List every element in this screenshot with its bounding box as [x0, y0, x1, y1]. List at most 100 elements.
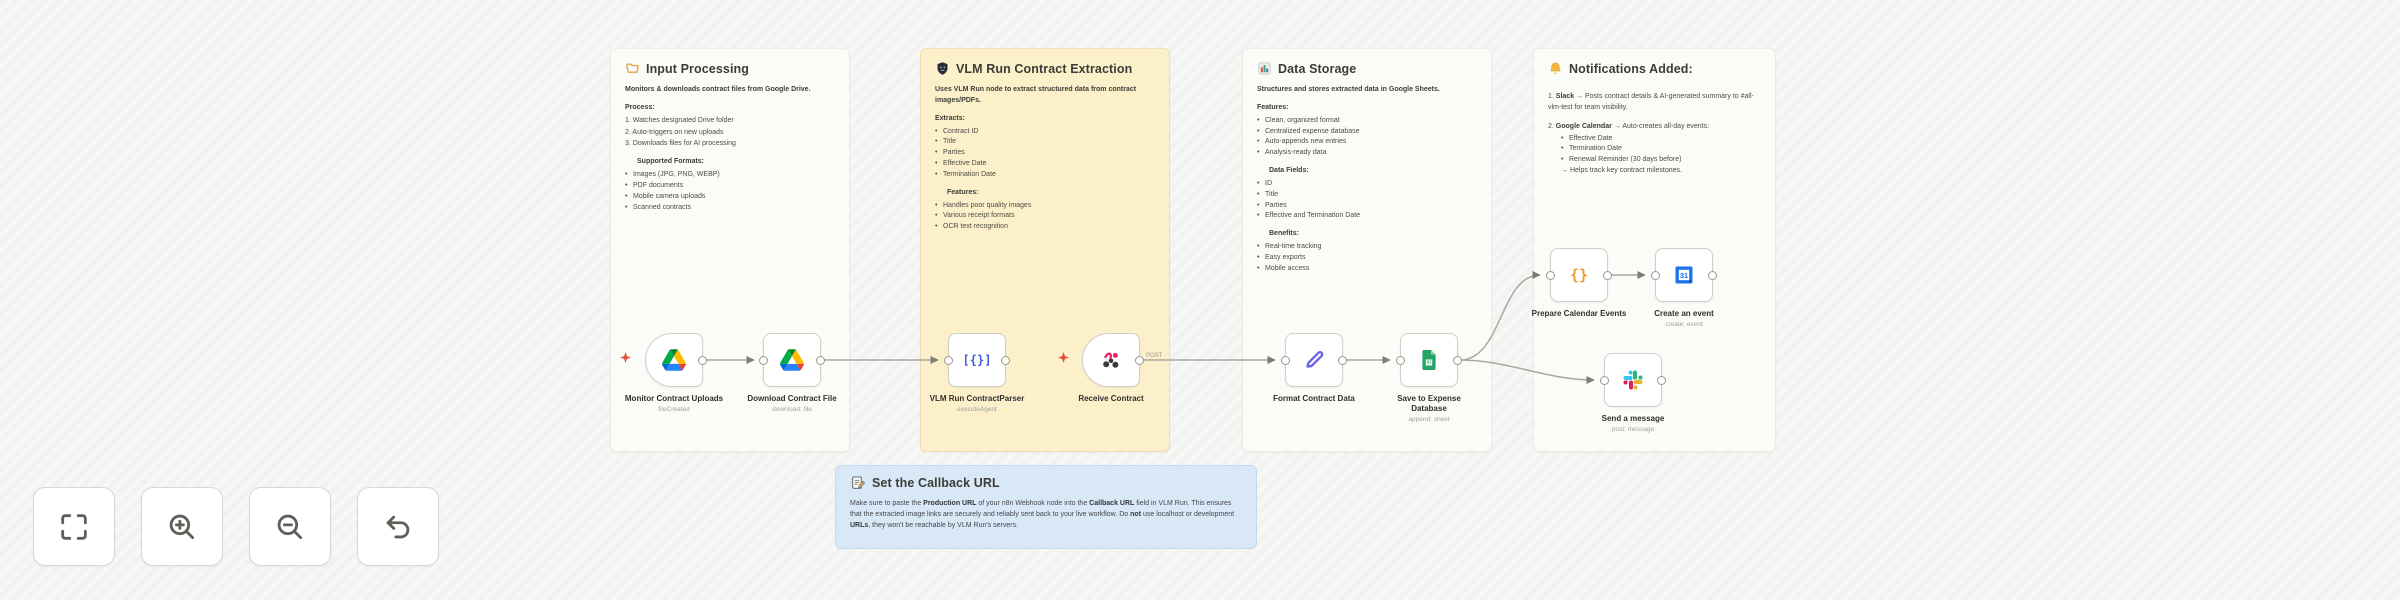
list-item: Mobile camera uploads	[625, 192, 835, 203]
list-item: OCR text recognition	[935, 222, 1155, 233]
callback-body: Make sure to paste the Production URL of…	[850, 500, 1235, 530]
undo-button[interactable]	[357, 487, 439, 566]
input-port[interactable]	[1651, 270, 1660, 280]
list-item: Mobile access	[1257, 264, 1477, 275]
node-issue-marker	[1058, 352, 1069, 363]
list-item: Analysis-ready data	[1257, 148, 1477, 159]
note-intro: Structures and stores extracted data in …	[1257, 86, 1440, 93]
note-title: VLM Run Contract Extraction	[956, 61, 1133, 76]
google-drive-icon	[662, 348, 686, 372]
list-item: Real-time tracking	[1257, 242, 1477, 253]
output-port[interactable]	[1657, 375, 1666, 385]
node-download-contract-file[interactable]	[759, 333, 825, 387]
svg-text:31: 31	[1680, 271, 1688, 280]
slack-icon	[1621, 368, 1645, 392]
list-item: 3. Downloads files for AI processing	[625, 140, 736, 148]
list-item: Clean, organized format	[1257, 116, 1477, 127]
note-title: Notifications Added:	[1569, 61, 1693, 76]
zoom-out-button[interactable]	[249, 487, 331, 566]
list-item: Contract ID	[935, 127, 1155, 138]
output-port[interactable]	[698, 355, 707, 365]
list-item: Various receipt formats	[935, 211, 1155, 222]
google-calendar-icon: 31	[1672, 263, 1696, 287]
fit-view-icon	[61, 513, 87, 540]
input-port[interactable]	[1546, 270, 1555, 280]
list-item: Effective Date	[1561, 134, 1761, 145]
list-item: Effective Date	[935, 159, 1155, 170]
folder-icon	[625, 61, 640, 76]
fit-view-button[interactable]	[33, 487, 115, 566]
output-port[interactable]	[1453, 355, 1462, 365]
section-heading: Data Fields:	[1269, 167, 1309, 175]
input-port[interactable]	[1281, 355, 1290, 365]
node-receive-contract[interactable]	[1082, 333, 1144, 387]
list-item: ID	[1257, 179, 1477, 190]
input-port[interactable]	[759, 355, 768, 365]
node-vlm-run-contractparser[interactable]: [{}]	[944, 333, 1010, 387]
zoom-in-icon	[169, 514, 195, 539]
node-label: Format Contract Data	[1273, 394, 1355, 403]
node-send-a-message[interactable]	[1600, 353, 1666, 407]
node-save-to-expense-database[interactable]	[1396, 333, 1462, 387]
undo-icon	[386, 515, 410, 538]
node-format-contract-data[interactable]	[1281, 333, 1347, 387]
bar-chart-icon	[1257, 61, 1272, 76]
outcome-line: → Helps track key contract milestones.	[1561, 167, 1682, 175]
notification-item: 2. Google Calendar → Auto-creates all-da…	[1548, 122, 1710, 130]
vlm-brackets-icon: [{}]	[962, 353, 992, 367]
zoom-in-button[interactable]	[141, 487, 223, 566]
node-label: Prepare Calendar Events	[1531, 309, 1627, 318]
note-title: Set the Callback URL	[872, 476, 1000, 490]
note-intro: Monitors & downloads contract files from…	[625, 86, 811, 93]
list-item: Easy exports	[1257, 253, 1477, 264]
node-label: Receive Contract	[1078, 394, 1144, 403]
section-heading: Features:	[1257, 103, 1289, 111]
output-port[interactable]	[1338, 355, 1347, 365]
webhook-method-label: POST	[1146, 353, 1163, 359]
input-port[interactable]	[944, 355, 953, 365]
output-port[interactable]	[816, 355, 825, 365]
section-heading: Extracts:	[935, 114, 965, 122]
code-braces-icon: {}	[1569, 266, 1589, 284]
list-item: Auto-appends new entries	[1257, 137, 1477, 148]
vlm-run-logo-icon	[1099, 348, 1123, 372]
output-port[interactable]	[1135, 355, 1144, 365]
output-port[interactable]	[1708, 270, 1717, 280]
bell-icon	[1548, 61, 1563, 76]
output-port[interactable]	[1603, 270, 1612, 280]
list-item: Images (JPG, PNG, WEBP)	[625, 170, 835, 181]
output-port[interactable]	[1001, 355, 1010, 365]
pencil-icon	[1302, 348, 1326, 372]
node-prepare-calendar-events[interactable]: {}	[1546, 248, 1612, 302]
input-port[interactable]	[1396, 355, 1405, 365]
node-issue-marker	[620, 352, 631, 363]
sticky-note-input-processing[interactable]: Input Processing Monitors & downloads co…	[610, 48, 850, 452]
list-item: Centralized expense database	[1257, 127, 1477, 138]
input-port[interactable]	[1600, 375, 1609, 385]
note-intro: Uses VLM Run node to extract structured …	[935, 86, 1137, 104]
sticky-note-callback-url[interactable]: Set the Callback URL Make sure to paste …	[835, 465, 1257, 549]
node-monitor-contract-uploads[interactable]	[645, 333, 707, 387]
section-heading: Process:	[625, 103, 655, 111]
node-create-an-event[interactable]: 31	[1651, 248, 1717, 302]
list-item: Scanned contracts	[625, 203, 835, 214]
list-item: 1. Watches designated Drive folder	[625, 116, 734, 124]
list-item: Handles poor quality images	[935, 201, 1155, 212]
list-item: Parties	[935, 148, 1155, 159]
memo-icon	[850, 475, 866, 491]
list-item: Termination Date	[935, 170, 1155, 181]
google-sheets-icon	[1417, 348, 1441, 372]
section-heading: Supported Formats:	[637, 158, 704, 166]
note-title: Data Storage	[1278, 61, 1357, 76]
section-heading: Features:	[947, 188, 979, 196]
list-item: Effective and Termination Date	[1257, 211, 1477, 222]
section-heading: Benefits:	[1269, 230, 1299, 238]
